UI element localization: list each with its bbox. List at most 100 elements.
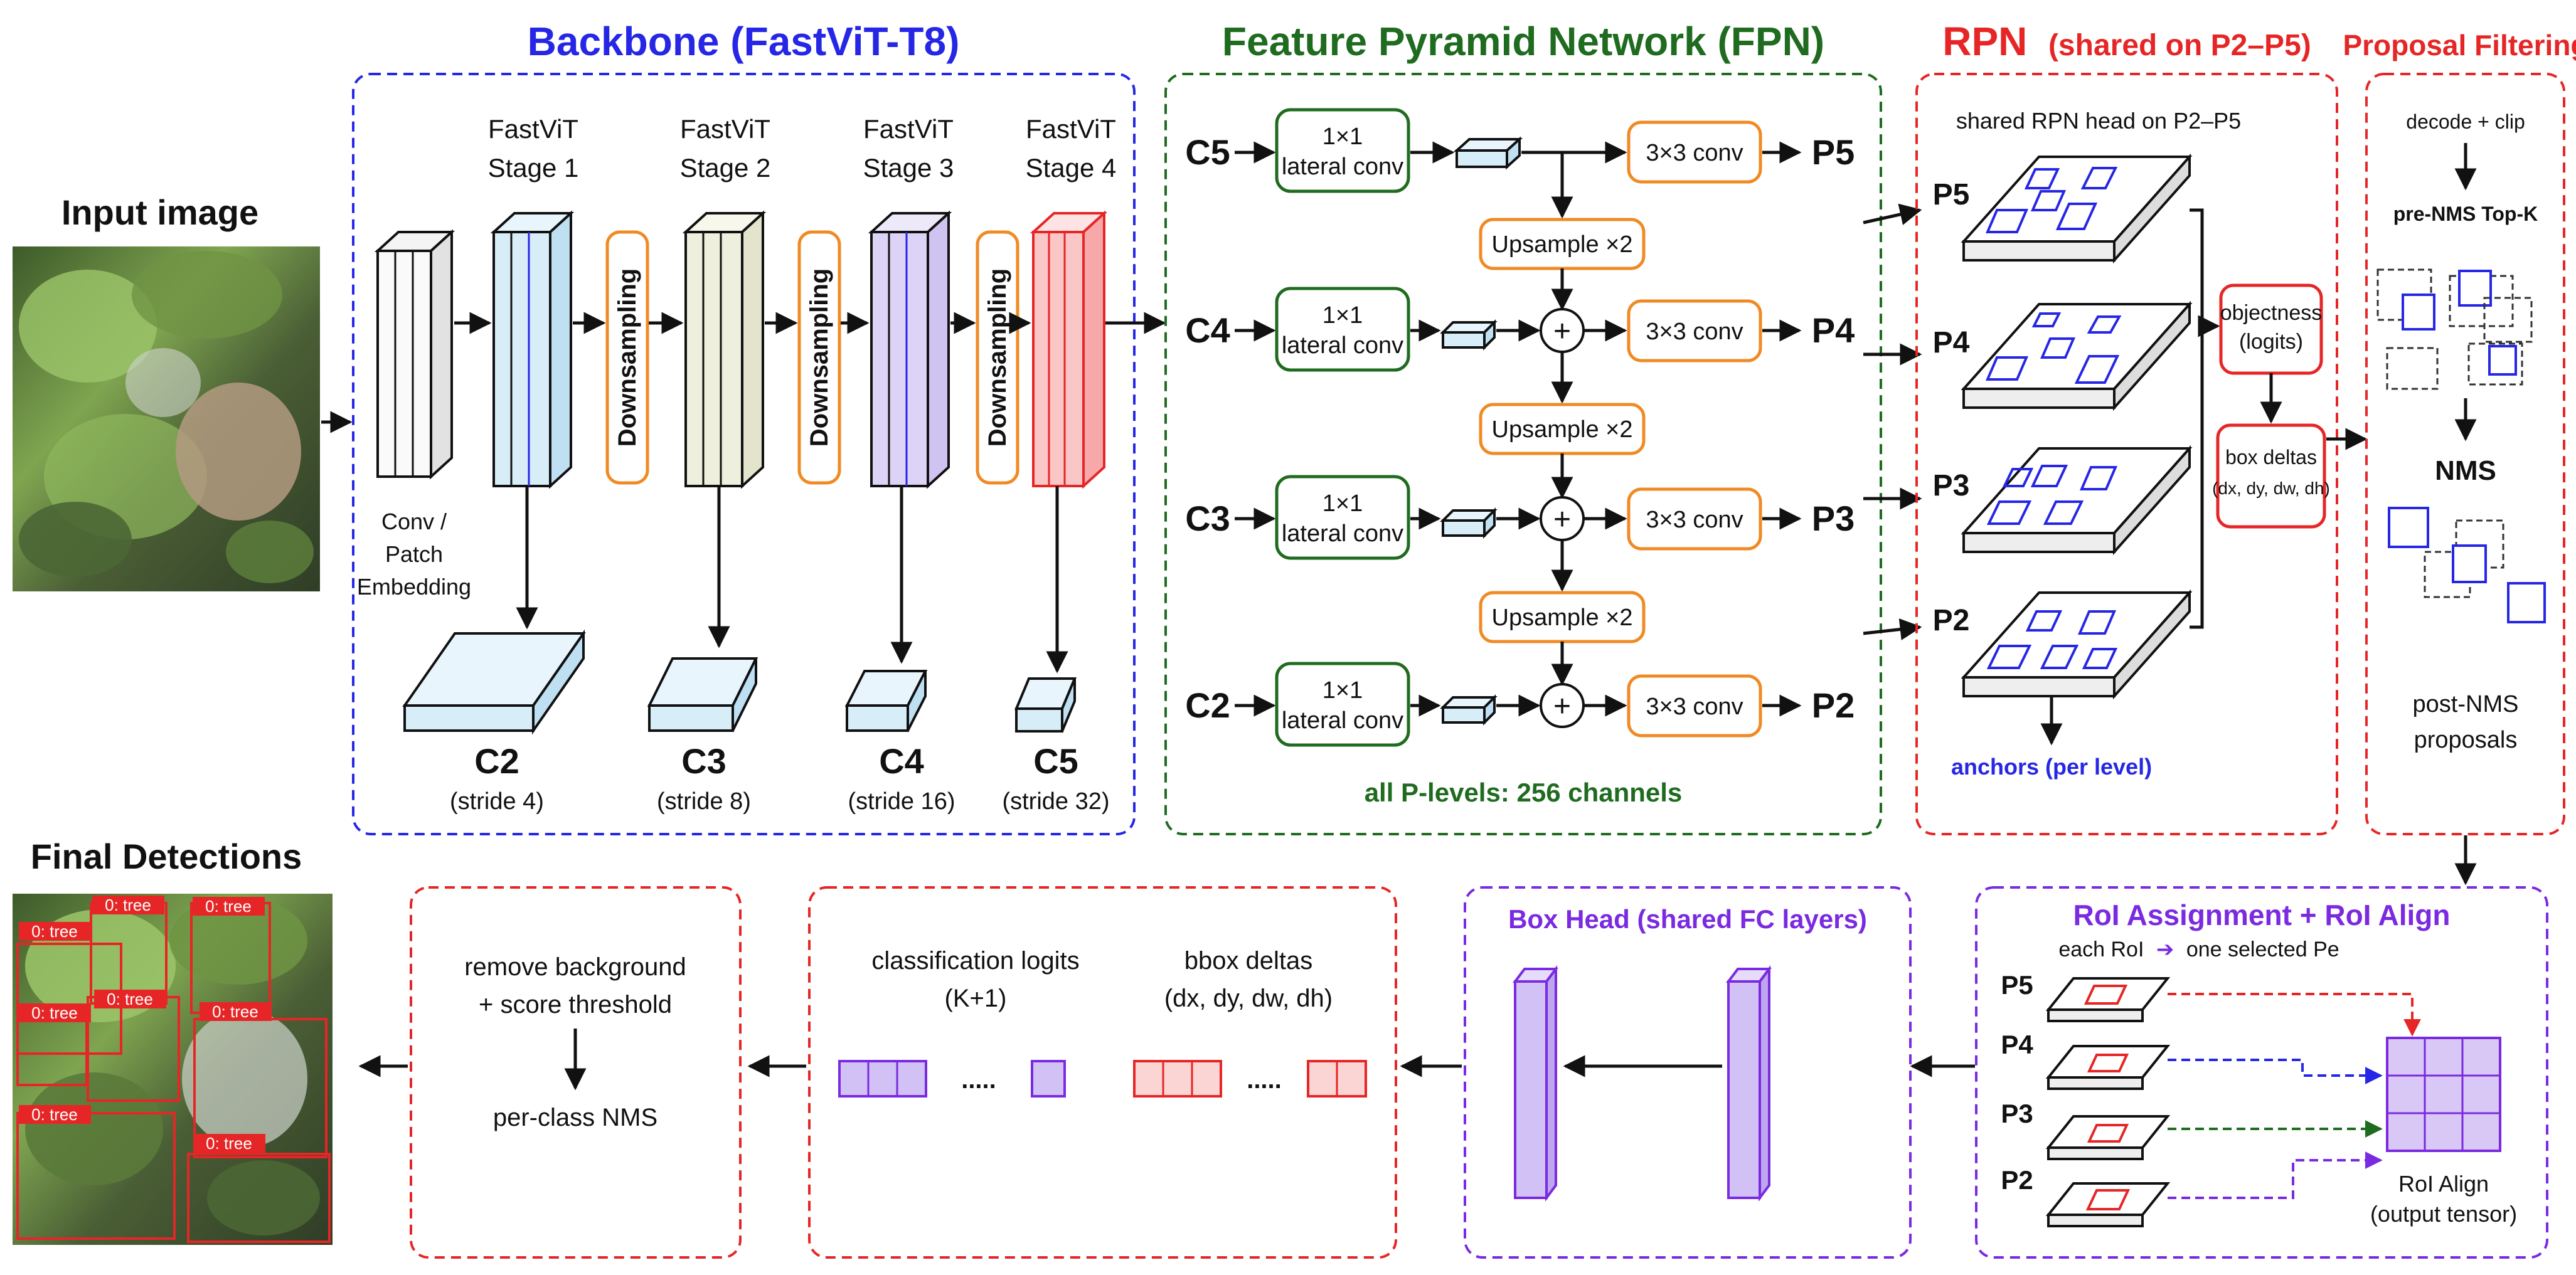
cls-dots: ..... [961, 1066, 996, 1094]
lateral-conv-c3 [1275, 475, 1410, 560]
roi-subtitle-post: one selected Pe [2186, 938, 2339, 961]
fpn-map-p5 [1453, 136, 1523, 170]
rpn-level-p4: P4 [1933, 326, 1970, 359]
proposal-post-l2: proposals [2414, 727, 2518, 753]
proposal-boxes-pre-nms [2376, 268, 2533, 390]
rpn-plate-p3 [1961, 445, 2193, 556]
rpn-plate-p2 [1961, 589, 2193, 700]
roi-route-p5 [2168, 993, 2421, 1037]
proposal-post-l1: post-NMS [2413, 691, 2519, 717]
outputs-panel [808, 886, 1397, 1259]
rpn-plate-p4 [1961, 300, 2193, 411]
rpn-head-label: shared RPN head on P2–P5 [1956, 108, 2241, 134]
proposal-boxes-post-nms [2388, 507, 2546, 623]
roi-plate-p3 [2045, 1115, 2171, 1160]
rpn-level-p5: P5 [1933, 178, 1970, 211]
cls-logit-cells [838, 1060, 1066, 1098]
backbone-panel [352, 73, 1136, 835]
roi-route-p2 [2168, 1151, 2383, 1199]
stage-4-label-1: FastViT [1026, 114, 1116, 144]
roi-level-p3: P3 [2001, 1099, 2033, 1128]
stage-4-label-2: Stage 4 [1026, 153, 1117, 183]
roi-level-p5: P5 [2001, 970, 2033, 1000]
rpn-anchors-label: anchors (per level) [1951, 754, 2152, 780]
roi-subtitle: each RoI ➔ one selected Pe [2058, 938, 2339, 961]
rpn-title-main: RPN [1942, 19, 2027, 64]
conv3-p3 [1627, 487, 1762, 551]
proposal-title: Proposal Filtering [2343, 29, 2576, 61]
conv3-p4 [1627, 299, 1762, 362]
fpn-panel [1164, 73, 1882, 835]
final-detections-image [13, 894, 333, 1245]
c2-label: C2 [474, 741, 519, 781]
conv3-p3-label: 3×3 conv [1646, 507, 1743, 533]
det-label-6: 0: tree [212, 1002, 258, 1021]
boxhead-panel [1464, 886, 1912, 1259]
lateral-conv-c5-l1: 1×1 [1323, 124, 1363, 150]
c2-stride: (stride 4) [450, 788, 544, 815]
downsampling-2-label: Downsampling [806, 268, 833, 447]
fpn-map-p3 [1440, 507, 1498, 539]
postprocess-panel [410, 886, 742, 1259]
add-node-p4-plus: + [1553, 315, 1571, 348]
lateral-conv-c3-l1: 1×1 [1323, 490, 1363, 517]
lateral-conv-c3-l2: lateral conv [1282, 521, 1403, 547]
lateral-conv-c2-l1: 1×1 [1323, 677, 1363, 704]
lateral-conv-c2 [1275, 662, 1410, 747]
fpn-input-c5: C5 [1185, 132, 1230, 172]
upsample-3-label: Upsample ×2 [1492, 605, 1633, 631]
roi-plate-p5 [2045, 977, 2171, 1022]
stage-2-label-1: FastViT [680, 114, 770, 144]
stage-1-block [490, 210, 575, 489]
patch-embedding-label-2: Patch [385, 541, 443, 567]
proposal-topk: pre-NMS Top-K [2393, 203, 2538, 225]
fpn-input-c4: C4 [1185, 310, 1230, 350]
stage-4-block [1030, 210, 1108, 489]
downsampling-3-label: Downsampling [984, 268, 1011, 447]
upsample-1-label: Upsample ×2 [1492, 231, 1633, 258]
downsampling-2 [797, 230, 841, 485]
roi-subtitle-pre: each RoI [2058, 938, 2144, 961]
roi-route-p4 [2168, 1059, 2383, 1084]
fpn-input-c2: C2 [1185, 685, 1230, 725]
upsample-2-label: Upsample ×2 [1492, 416, 1633, 443]
det-label-1: 0: tree [31, 922, 78, 941]
det-label-3: 0: tree [205, 897, 252, 916]
lateral-conv-c4-l1: 1×1 [1323, 302, 1363, 329]
lateral-conv-c4-l2: lateral conv [1282, 332, 1403, 359]
rpn-plate-p5 [1961, 153, 2193, 264]
fc-layer-2 [1726, 965, 1772, 1202]
stage-3-label-1: FastViT [863, 114, 954, 144]
rpn-box-deltas-l1: box deltas [2225, 446, 2317, 468]
rpn-panel [1915, 73, 2338, 835]
fpn-footer: all P-levels: 256 channels [1365, 778, 1683, 807]
lateral-conv-c5 [1275, 108, 1410, 193]
roi-level-p2: P2 [2001, 1165, 2033, 1195]
conv3-p5-label: 3×3 conv [1646, 140, 1743, 166]
c3-label: C3 [681, 741, 726, 781]
post-line2: + score threshold [479, 991, 672, 1018]
stage-3-block [868, 210, 952, 489]
c4-label: C4 [879, 741, 924, 781]
det-label-5: 0: tree [31, 1003, 78, 1022]
conv3-p4-label: 3×3 conv [1646, 319, 1743, 345]
downsampling-3 [976, 230, 1019, 485]
add-node-p2-plus: + [1553, 690, 1571, 723]
c5-feature-map [1014, 677, 1077, 733]
det-label-4: 0: tree [107, 990, 153, 1008]
final-title: Final Detections [31, 837, 302, 876]
roi-align-l2: (output tensor) [2370, 1201, 2517, 1227]
rpn-box-deltas-box [2216, 423, 2326, 529]
c4-stride: (stride 16) [848, 788, 955, 815]
rpn-objectness-l1: objectness [2220, 301, 2323, 325]
roi-plate-p4 [2045, 1045, 2171, 1090]
stage-1-label-2: Stage 1 [488, 153, 579, 183]
lateral-conv-c2-l2: lateral conv [1282, 707, 1403, 734]
fpn-output-p2: P2 [1812, 685, 1855, 725]
roi-panel [1975, 886, 2548, 1259]
proposal-nms: NMS [2435, 455, 2496, 486]
c2-feature-map [402, 629, 586, 735]
det-label-8: 0: tree [206, 1134, 252, 1153]
rpn-objectness-l2: (logits) [2239, 330, 2303, 354]
fpn-output-p3: P3 [1812, 499, 1855, 538]
